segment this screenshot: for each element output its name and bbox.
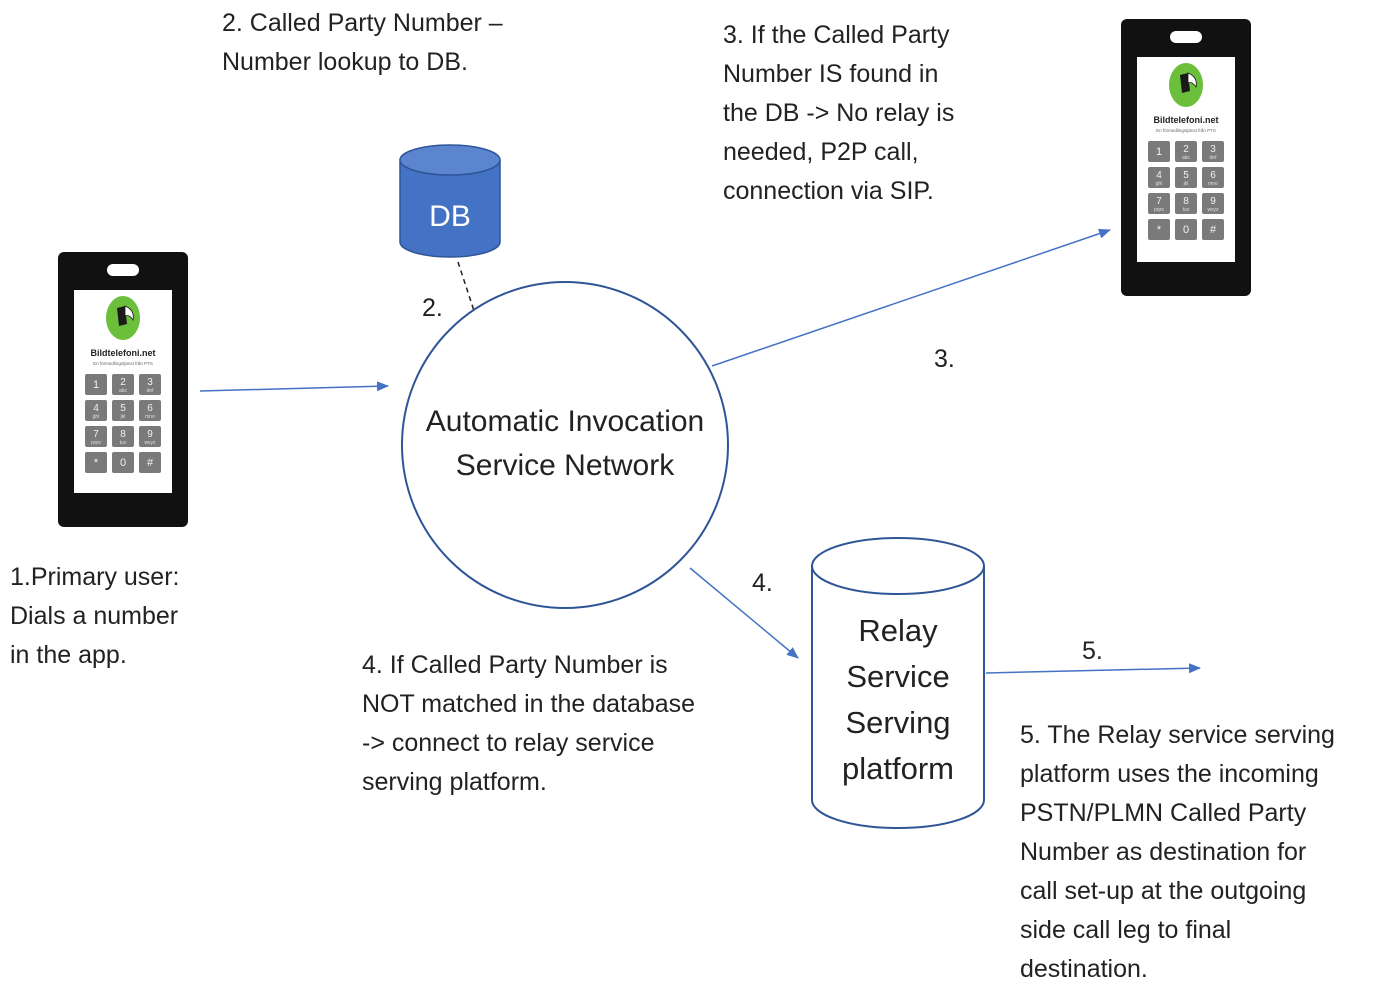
arrow-relay-to-destination (985, 663, 1201, 674)
keypad-letters: ghi (93, 414, 100, 420)
wave-icon (124, 305, 134, 322)
keypad-letters: pqrs (91, 440, 101, 446)
relay-label: Relay Service Serving platform (842, 613, 954, 786)
step-3-note: 3. If the Called Party Number IS found i… (723, 21, 955, 205)
edge-label-5: 5. (1082, 637, 1103, 665)
keypad-digit: 6 (1210, 170, 1216, 181)
edge-label-4: 4. (752, 569, 773, 597)
step-1-note: 1.Primary user: Dials a number in the ap… (10, 563, 180, 669)
step-4-note: 4. If Called Party Number is NOT matched… (362, 651, 696, 796)
keypad-letters: jkl (120, 414, 126, 420)
keypad-letters: tuv (120, 440, 127, 446)
keypad-digit: 6 (147, 403, 153, 414)
app-brand: Bildtelefoni.net (91, 348, 156, 358)
keypad-letters: jkl (1183, 181, 1189, 187)
keypad-letters: def (147, 388, 155, 394)
keypad-letters: mno (145, 414, 155, 420)
keypad-digit: 1 (93, 379, 99, 391)
keypad-key: # (1202, 219, 1224, 240)
keypad-digit: 4 (1156, 170, 1162, 181)
keypad-digit: 5 (120, 403, 126, 414)
keypad-digit: 7 (1156, 196, 1162, 207)
db-cylinder (399, 144, 501, 258)
keypad-digit: # (147, 457, 154, 469)
keypad-key: * (85, 452, 107, 473)
keypad-digit: 0 (120, 457, 126, 469)
arrow-network-to-callee (711, 228, 1111, 367)
keypad-digit: 3 (1210, 144, 1216, 155)
phone-speaker (1170, 31, 1202, 43)
caller-phone: Bildtelefoni.net En förmedlingstjänst frå… (58, 252, 188, 527)
keypad-digit: 2 (120, 377, 126, 388)
keypad-letters: wxyz (144, 440, 156, 446)
edge-label-3: 3. (934, 345, 955, 373)
keypad-digit: 9 (1210, 196, 1216, 207)
step-5-note: 5. The Relay service serving platform us… (1020, 721, 1335, 983)
app-brand: Bildtelefoni.net (1154, 115, 1219, 125)
keypad-digit: 1 (1156, 146, 1162, 158)
keypad-digit: 8 (120, 429, 126, 440)
keypad-letters: mno (1208, 181, 1218, 187)
keypad-letters: tuv (1183, 207, 1190, 213)
keypad-digit: 5 (1183, 170, 1189, 181)
keypad-letters: ghi (1156, 181, 1163, 187)
keypad-key: 1 (85, 374, 107, 395)
keypad-key: 0 (1175, 219, 1197, 240)
keypad-letters: abc (119, 388, 128, 394)
arrow-phone-to-network (199, 381, 389, 392)
hand-icon (117, 306, 127, 326)
arrow-network-to-relay (689, 567, 799, 659)
app-tagline: En förmedlingstjänst från PTS (1156, 127, 1216, 133)
step-2-note: 2. Called Party Number – Number lookup t… (222, 9, 503, 76)
network-label: Automatic Invocation Service Network (425, 405, 705, 482)
keypad-digit: * (1157, 224, 1162, 236)
keypad-letters: wxyz (1207, 207, 1219, 213)
app-tagline: En förmedlingstjänst från PTS (93, 360, 153, 366)
keypad-digit: 8 (1183, 196, 1189, 207)
keypad-digit: 3 (147, 377, 153, 388)
keypad-letters: def (1210, 155, 1218, 161)
keypad-digit: 9 (147, 429, 153, 440)
db-label: DB (429, 200, 471, 233)
keypad-key: 0 (112, 452, 134, 473)
relay-cylinder (811, 537, 985, 829)
db-lookup-connector (457, 261, 479, 324)
hand-icon (1180, 73, 1190, 93)
keypad-key: # (139, 452, 161, 473)
keypad-digit: 2 (1183, 144, 1189, 155)
keypad-digit: 4 (93, 403, 99, 414)
keypad-digit: # (1210, 224, 1217, 236)
keypad-key: * (1148, 219, 1170, 240)
phone-speaker (107, 264, 139, 276)
keypad-digit: 0 (1183, 224, 1189, 236)
keypad-digit: * (94, 457, 99, 469)
keypad-digit: 7 (93, 429, 99, 440)
keypad-letters: abc (1182, 155, 1191, 161)
callee-phone: Bildtelefoni.net En förmedlingstjänst frå… (1121, 19, 1251, 296)
wave-icon (1187, 72, 1197, 89)
edge-label-2: 2. (422, 294, 443, 322)
keypad-key: 1 (1148, 141, 1170, 162)
network-circle (401, 281, 729, 609)
keypad-letters: pqrs (1154, 207, 1164, 213)
